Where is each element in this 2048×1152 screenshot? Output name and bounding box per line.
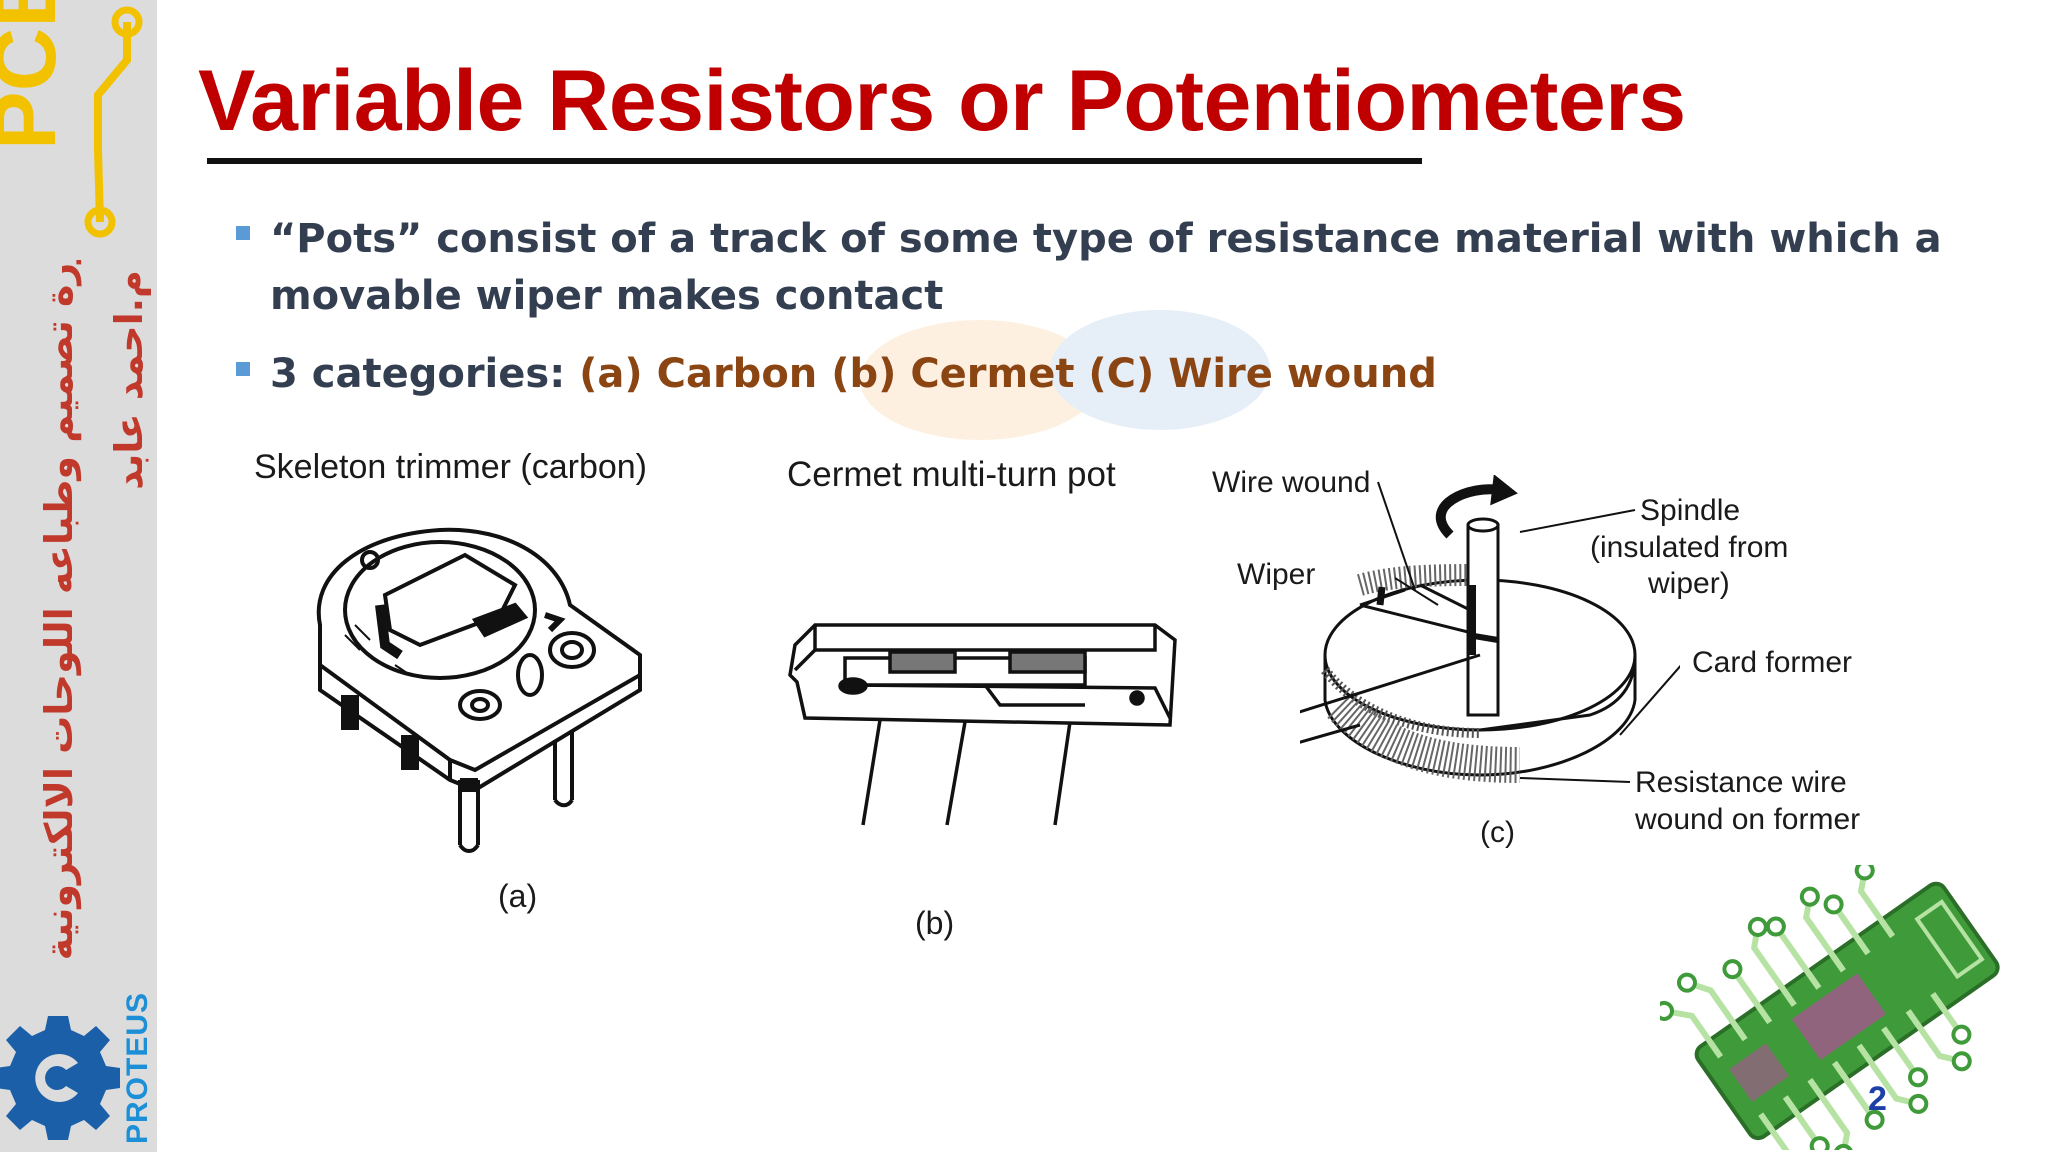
figure-a-caption: Skeleton trimmer (carbon)	[254, 448, 648, 486]
figure-b-label: (b)	[915, 905, 955, 941]
bullet-categories: 3 categories: (a) Carbon (b) Cermet (C) …	[270, 345, 1437, 403]
bullet-pots-line2: movable wiper makes contact	[270, 273, 944, 319]
figure-c-label: (c)	[1480, 816, 1515, 849]
title-underline	[207, 158, 1422, 164]
sidebar: PCB دورة تصميم وطباعه اللوحات الالكتروني…	[0, 0, 157, 1152]
arabic-author-line: م.احمد عابد	[107, 270, 152, 490]
figure-b-caption: Cermet multi-turn pot	[787, 455, 1116, 494]
cermet-multiturn-figure	[788, 623, 1177, 826]
label-wiper: Wiper	[1237, 558, 1316, 591]
figure-a-label: (a)	[498, 878, 538, 914]
label-spindle-1: Spindle	[1640, 494, 1741, 527]
bullet-marker	[236, 226, 250, 240]
categories-list: (a) Carbon (b) Cermet (C) Wire wound	[579, 351, 1437, 397]
label-wire-wound: Wire wound	[1212, 466, 1371, 499]
figure-c-leader-lines	[1377, 481, 1680, 783]
arabic-course-text: دورة تصميم وطباعه اللوحات الالكترونية م.…	[37, 260, 152, 960]
pcb-illustration	[1660, 865, 2000, 1150]
label-resistance-1: Resistance wire	[1635, 766, 1847, 799]
proteus-text: PROTEUS	[121, 991, 154, 1144]
arabic-course-line: دورة تصميم وطباعه اللوحات الالكترونية	[37, 260, 82, 960]
label-spindle-3: wiper)	[1648, 567, 1730, 600]
bullet-marker	[236, 362, 250, 376]
label-spindle-2: (insulated from	[1590, 531, 1789, 564]
categories-prefix: 3 categories:	[270, 351, 580, 397]
pcb-logo-text: PCB	[0, 0, 74, 150]
background-watermark	[860, 310, 1270, 440]
proteus-logo: PROTEUS	[118, 985, 158, 1150]
page-number: 2	[1868, 1080, 1887, 1118]
gear-icon	[0, 1016, 120, 1140]
wire-wound-figure	[1300, 475, 1637, 783]
pcb-logo: PCB	[0, 0, 143, 238]
slide-title: Variable Resistors or Potentiometers	[198, 53, 1686, 149]
skeleton-trimmer-figure	[316, 527, 642, 853]
label-card-former: Card former	[1692, 646, 1853, 679]
label-resistance-2: wound on former	[1635, 803, 1861, 836]
bullet-pots-line1: “Pots” consist of a track of some type o…	[270, 216, 1942, 262]
